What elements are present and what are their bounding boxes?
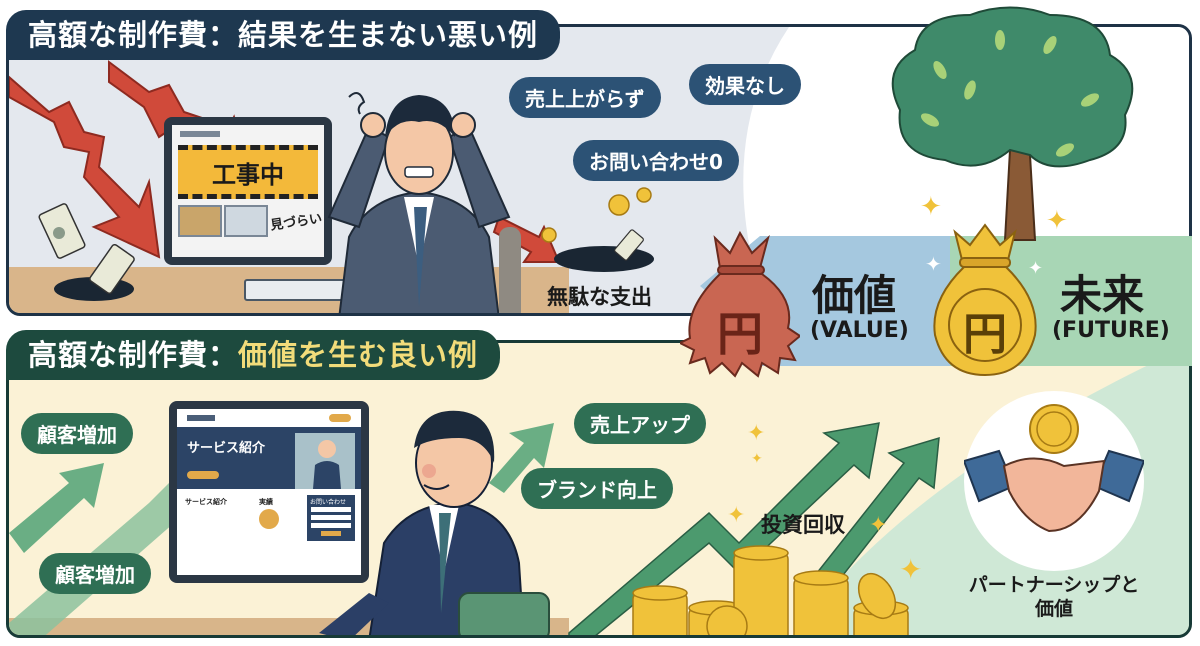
- wasteful-spending-label: 無駄な支出: [547, 285, 652, 309]
- yen-symbol-gold: 円: [963, 309, 1007, 360]
- pill-zero-inquiries: お問い合わせ0: [573, 140, 739, 181]
- broken-image-icon: [178, 205, 222, 237]
- sparkle-icon: ✦: [1046, 206, 1068, 236]
- office-chair: [499, 227, 521, 313]
- red-money-bag-icon: 円: [680, 228, 800, 378]
- hero-title: サービス紹介: [187, 441, 266, 456]
- roi-label: 投資回収: [761, 513, 845, 537]
- content-block: [224, 205, 268, 237]
- falling-money-icon: [38, 203, 135, 301]
- form-field: [311, 523, 351, 528]
- section-service-label: サービス紹介: [185, 498, 227, 506]
- happy-businessman-icon: [319, 410, 550, 635]
- gold-money-bag-icon: 円: [930, 220, 1040, 380]
- partnership-label: パートナーシップと 価値: [954, 573, 1154, 621]
- stressed-businessman-icon: [327, 92, 511, 313]
- handshake-icon: [962, 404, 1146, 533]
- sparkle-icon: ✦: [920, 192, 942, 222]
- logo-placeholder: [180, 131, 220, 137]
- sparkle-icon: ✦: [925, 252, 942, 276]
- pill-no-effect: 効果なし: [689, 64, 801, 105]
- future-label-jp: 未来: [1060, 271, 1145, 320]
- contact-form-title: お問い合わせ: [310, 499, 347, 506]
- presenter-icon: [295, 433, 355, 489]
- good-title-prefix: 高額な制作費：: [28, 338, 239, 372]
- partnership-badge: [962, 391, 1146, 571]
- pill-brand-improvement: ブランド向上: [521, 468, 673, 509]
- sparkle-icon: ✦: [747, 421, 766, 446]
- section-results-label: 実績: [259, 498, 273, 506]
- good-title-accent: 価値を生む良い例: [238, 338, 479, 372]
- award-medal-icon: [259, 509, 279, 529]
- pill-customer-increase-2: 顧客増加: [39, 553, 151, 594]
- value-label-jp: 価値: [812, 271, 897, 320]
- pill-sales-up: 売上アップ: [574, 403, 706, 444]
- pill-no-sales-growth: 売上上がらず: [509, 77, 661, 118]
- future-label-en: (FUTURE): [1052, 318, 1170, 343]
- good-example-panel: サービス紹介 サービス紹介 実績 お問い合わせ: [6, 340, 1192, 638]
- sparkle-icon: ✦: [1028, 258, 1044, 279]
- bad-example-title: 高額な制作費：結果を生まない悪い例: [6, 10, 561, 60]
- coin-stacks-icon: [632, 545, 909, 635]
- sparkle-icon: ✦: [727, 503, 746, 528]
- yen-symbol-red: 円: [717, 307, 763, 361]
- form-field: [311, 515, 351, 520]
- good-website-monitor: サービス紹介 サービス紹介 実績 お問い合わせ: [169, 401, 369, 583]
- hero-cta-button: [187, 471, 219, 479]
- contact-form: お問い合わせ: [307, 495, 355, 541]
- partnership-label-line1: パートナーシップと: [968, 574, 1140, 596]
- form-submit-button: [321, 531, 341, 536]
- coins-into-hole-icon: [541, 187, 654, 272]
- sparkle-icon: ✦: [869, 513, 888, 538]
- under-construction-banner: 工事中: [178, 145, 318, 199]
- value-label-en: (VALUE): [810, 318, 909, 343]
- nav-cta-button: [329, 414, 351, 422]
- sparkle-icon: ✦: [899, 553, 923, 586]
- hero-section: サービス紹介: [177, 427, 361, 489]
- logo-placeholder: [187, 415, 215, 421]
- pill-customer-increase-1: 顧客増加: [21, 413, 133, 454]
- sparkle-icon: ✦: [751, 451, 763, 467]
- form-field: [311, 507, 351, 512]
- money-tree-icon: [891, 6, 1134, 241]
- good-example-title: 高額な制作費：価値を生む良い例: [6, 330, 501, 380]
- partnership-label-line2: 価値: [1034, 598, 1073, 620]
- bad-website-monitor: 工事中 見づらい: [164, 117, 332, 265]
